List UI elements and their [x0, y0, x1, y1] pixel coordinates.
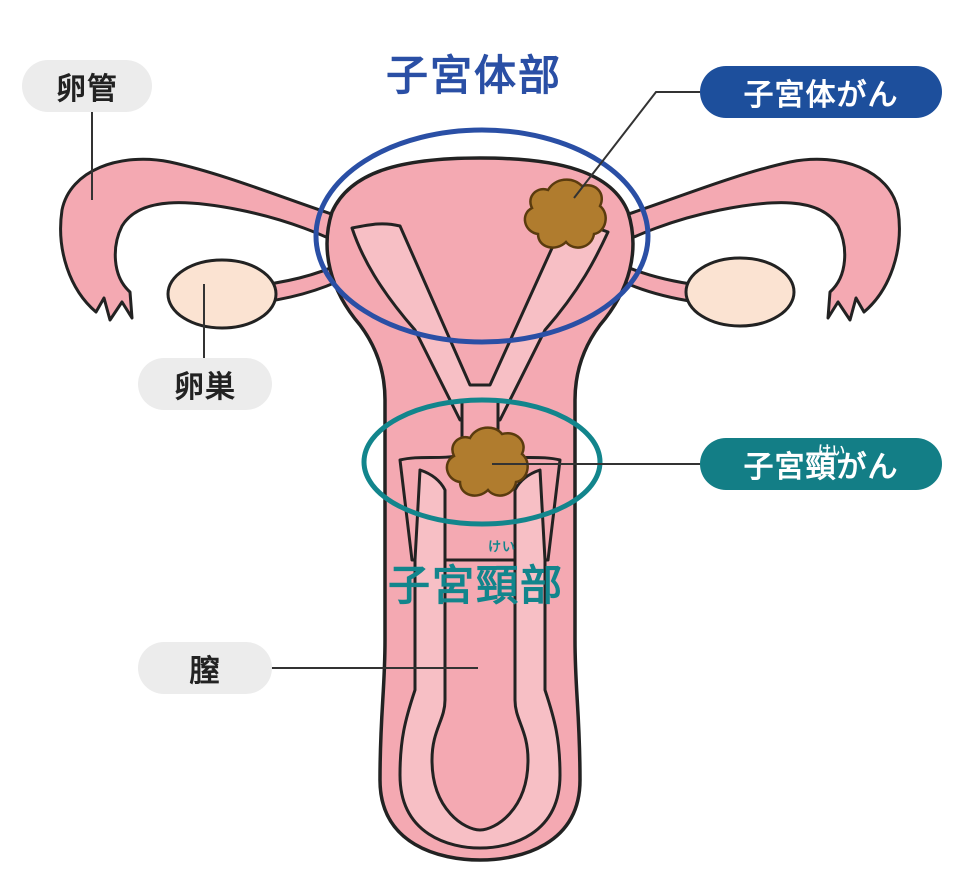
ovary-left [166, 258, 278, 330]
fallopian-tube-right [602, 157, 901, 322]
ovary-right [684, 256, 796, 328]
label-ovary: 卵巣 [138, 358, 272, 410]
tumor-cervix [445, 426, 529, 497]
label-vagina-text: 膣 [189, 654, 221, 689]
label-cervical-cancer: 子宮頸がん [700, 438, 942, 490]
label-fallopian-tube-text: 卵管 [56, 72, 118, 107]
label-fallopian-tube: 卵管 [22, 60, 152, 112]
label-cervical-cancer-text: 子宮頸がん [743, 450, 899, 485]
leader-uterine-body-cancer [573, 91, 700, 199]
label-uterine-body-cancer-text: 子宮体がん [743, 78, 899, 113]
label-uterine-body-cancer: 子宮体がん [700, 66, 942, 118]
cervix-ruby: けい [488, 540, 517, 555]
tumor-uterine-body [523, 178, 607, 249]
uterine-cavity [350, 222, 610, 422]
label-uterine-body: 子宮体部 [386, 51, 563, 100]
uterine-body-ring [313, 127, 651, 345]
cervical-cancer-ruby: けい [818, 444, 847, 459]
label-vagina: 膣 [138, 642, 272, 694]
vaginal-canal [398, 468, 562, 850]
fallopian-tube-left [59, 157, 358, 322]
label-cervix: 子宮頸部 [388, 561, 565, 610]
cervix-ring [361, 397, 603, 527]
label-ovary-text: 卵巣 [174, 370, 236, 405]
